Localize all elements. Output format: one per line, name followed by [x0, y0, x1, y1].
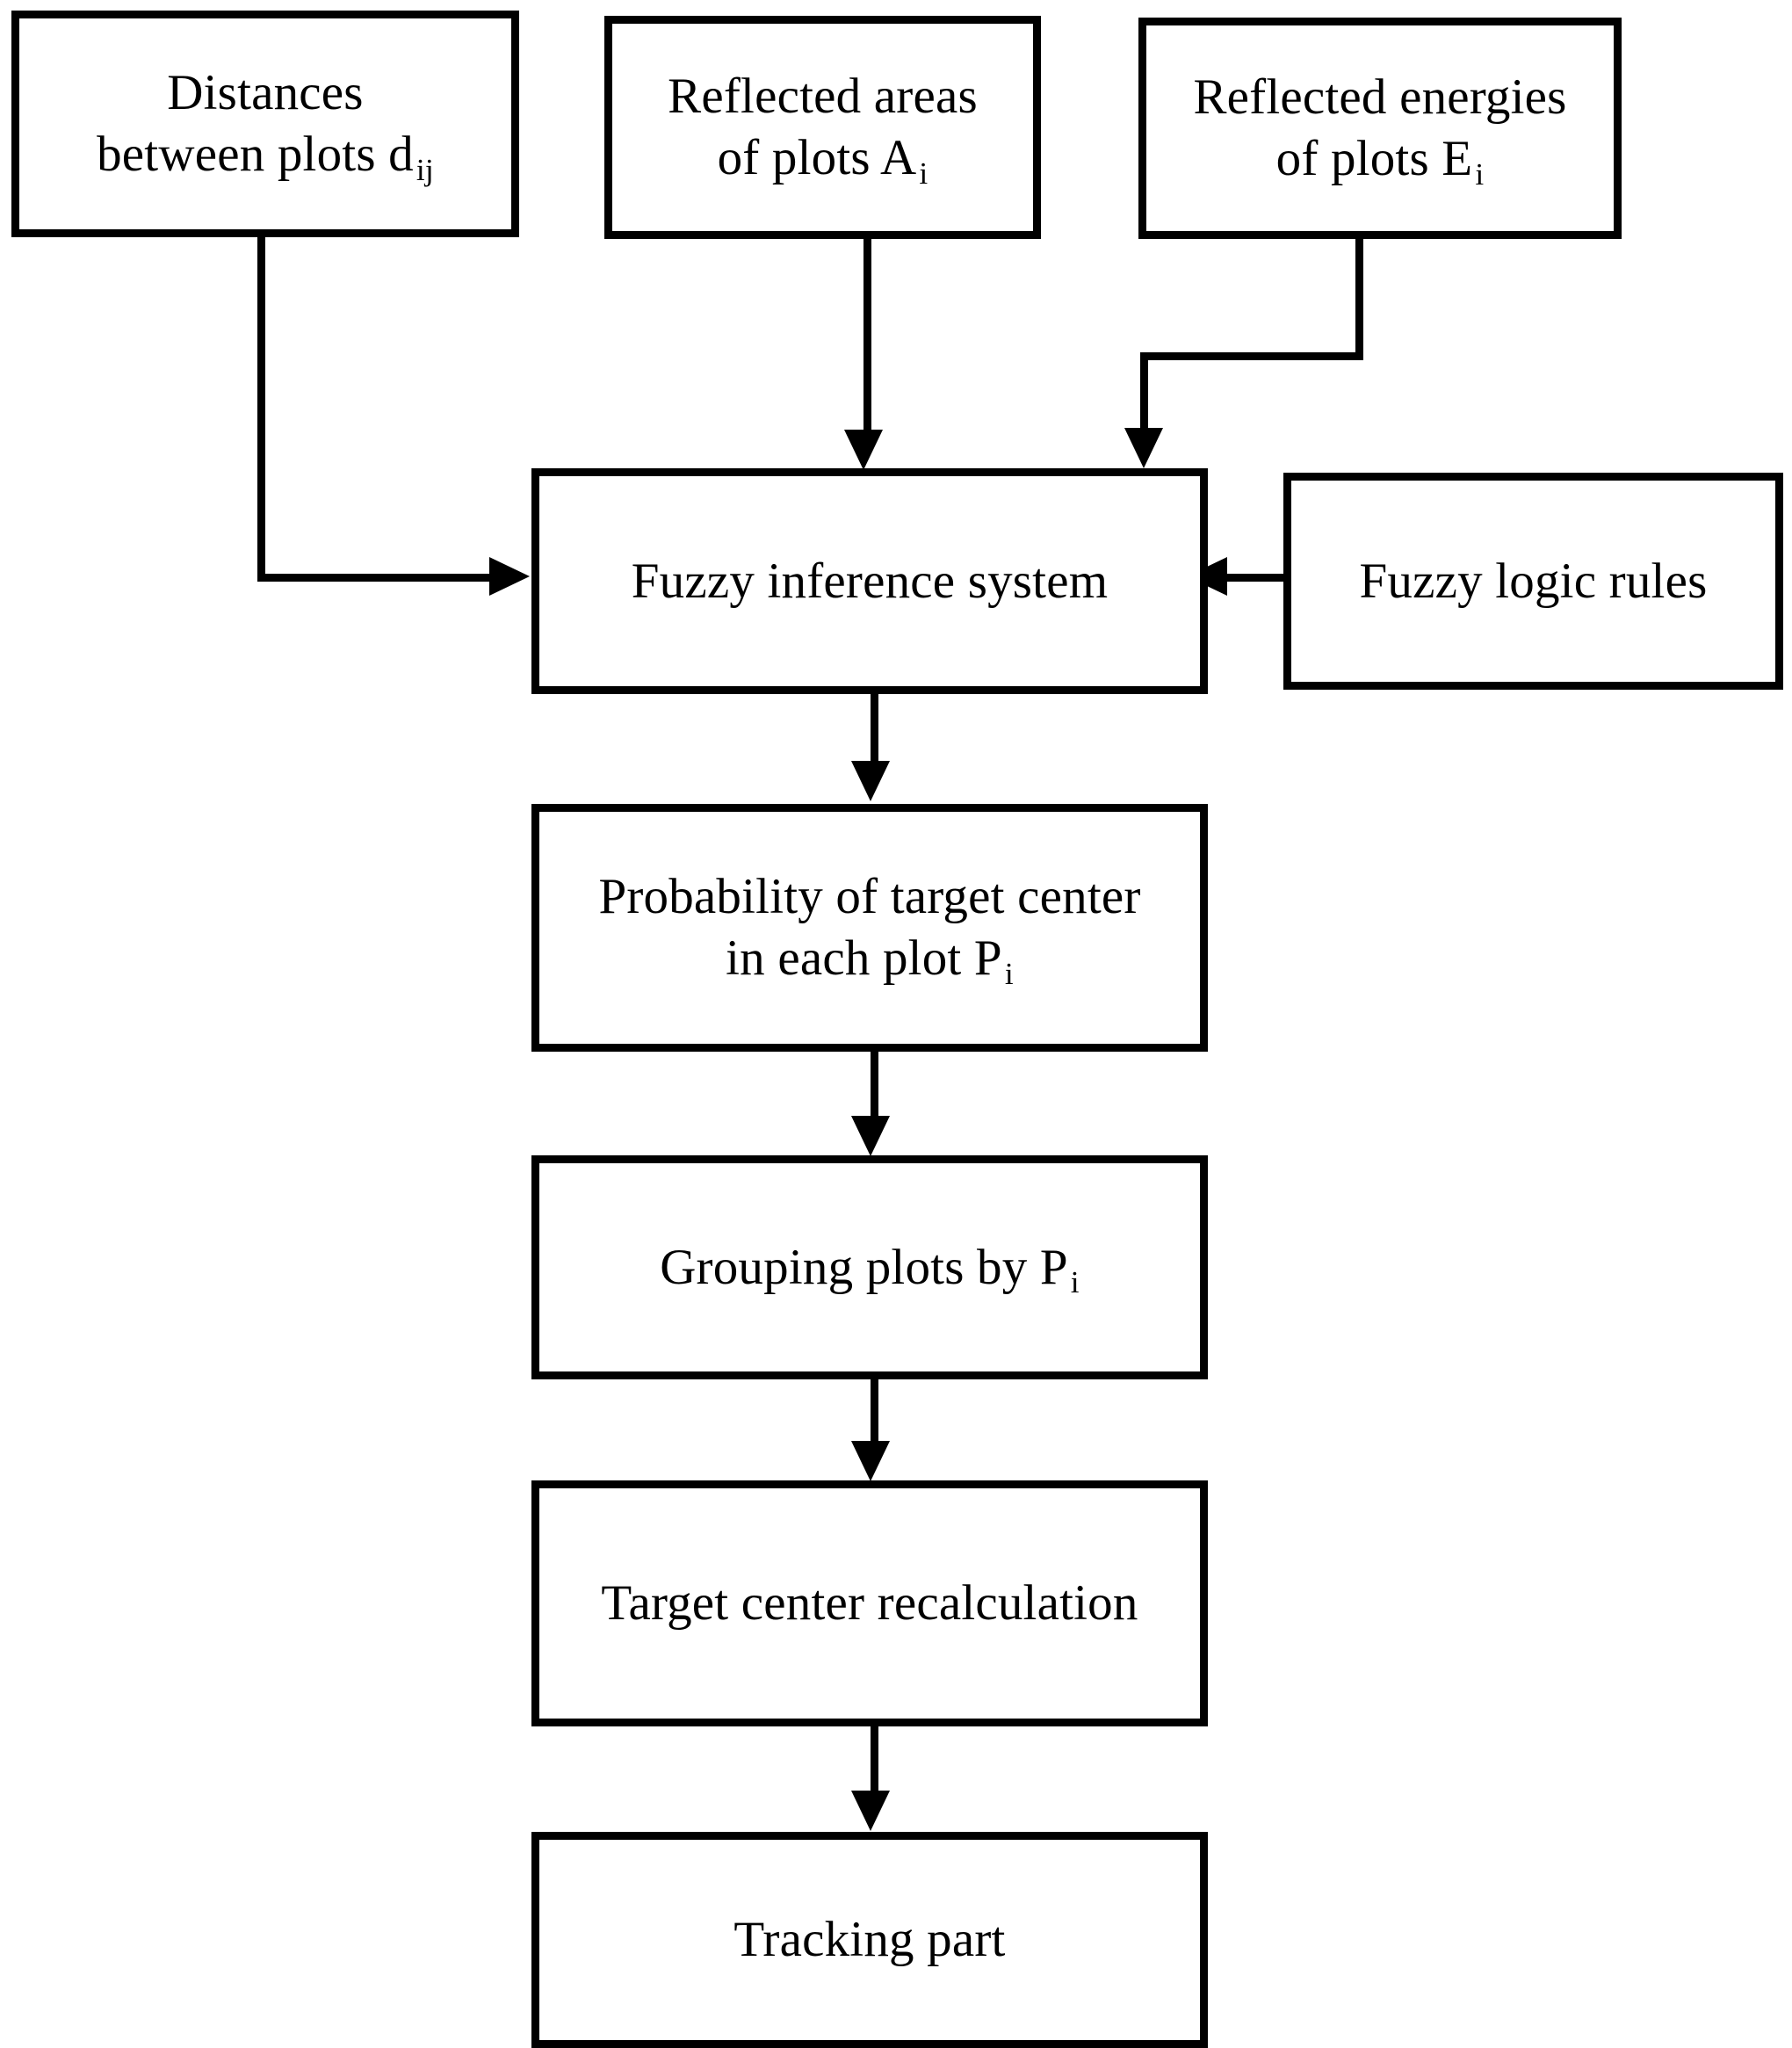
node-fuzzy-logic-rules[interactable]: Fuzzy logic rules — [1283, 473, 1783, 690]
node-fuzzy-rules-label: Fuzzy logic rules — [1359, 553, 1708, 609]
node-grouping-label: Grouping plots by Pi — [660, 1239, 1080, 1300]
edge-probability-to-grouping-vertical — [871, 1048, 878, 1120]
node-fuzzy-system-label: Fuzzy inference system — [631, 553, 1109, 609]
edge-rules-to-fuzzy-horizontal — [1225, 574, 1289, 582]
arrow-down-icon-probability-to-grouping — [851, 1116, 890, 1156]
edge-grouping-to-recalculation-vertical — [871, 1376, 878, 1444]
node-target-center-recalculation[interactable]: Target center recalculation — [531, 1480, 1208, 1726]
node-grouping-plots[interactable]: Grouping plots by Pi — [531, 1155, 1208, 1379]
edge-areas-to-fuzzy-vertical — [863, 235, 871, 433]
subscript-ij: ij — [415, 152, 434, 187]
arrow-down-icon-grouping-to-recalculation — [851, 1441, 890, 1481]
edge-energies-to-fuzzy-vertical-1 — [1355, 235, 1363, 360]
edge-distances-to-fuzzy-vertical — [257, 235, 265, 578]
arrow-down-icon-areas-to-fuzzy — [844, 430, 883, 470]
subscript-i: i — [1070, 1265, 1080, 1300]
arrow-right-icon-distances-to-fuzzy — [489, 557, 530, 596]
node-recalculation-label: Target center recalculation — [601, 1575, 1138, 1632]
arrow-down-icon-recalculation-to-tracking — [851, 1791, 890, 1831]
edge-recalculation-to-tracking-vertical — [871, 1723, 878, 1795]
edge-energies-to-fuzzy-vertical-2 — [1140, 352, 1148, 431]
subscript-i: i — [919, 156, 929, 191]
edge-energies-to-fuzzy-horizontal — [1140, 352, 1363, 360]
subscript-i: i — [1475, 156, 1485, 192]
node-tracking-part[interactable]: Tracking part — [531, 1832, 1208, 2048]
subscript-i: i — [1004, 956, 1014, 991]
arrow-down-icon-fuzzy-to-probability — [851, 761, 890, 801]
arrow-down-icon-energies-to-fuzzy — [1124, 428, 1163, 468]
edge-fuzzy-to-probability-vertical — [871, 691, 878, 765]
node-tracking-label: Tracking part — [733, 1912, 1006, 1968]
node-fuzzy-inference-system[interactable]: Fuzzy inference system — [531, 468, 1208, 694]
edge-distances-to-fuzzy-horizontal — [257, 574, 493, 582]
